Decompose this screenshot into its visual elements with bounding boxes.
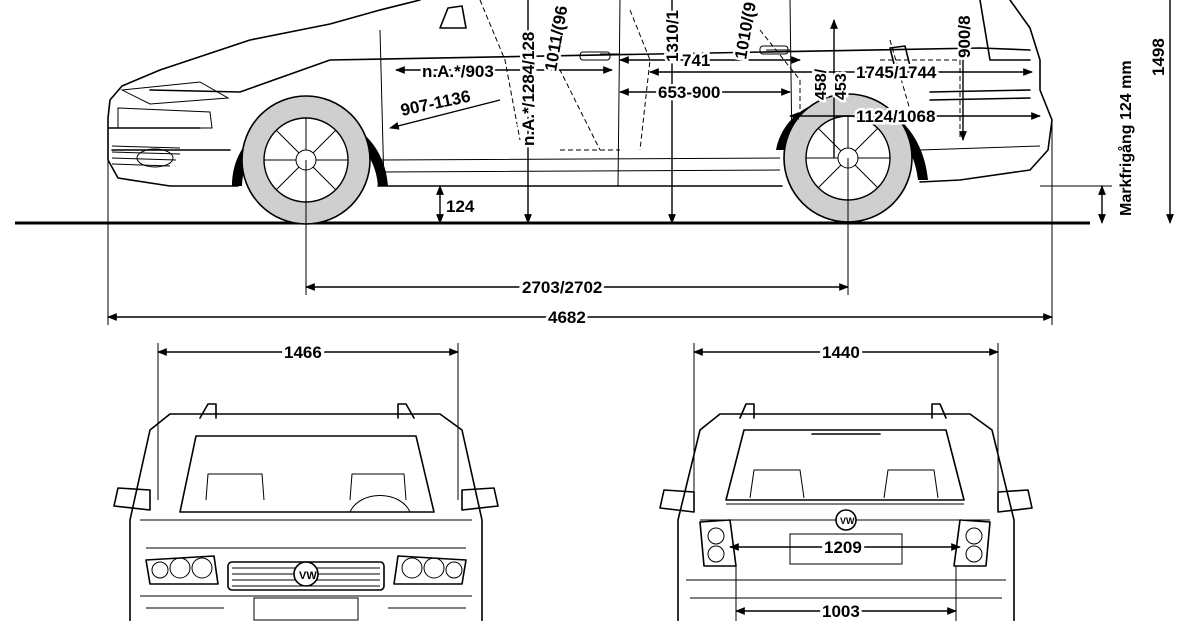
side-mirror bbox=[439, 5, 467, 29]
side-rear-pillar bbox=[929, 0, 1031, 101]
load-sill-label-2: 453 bbox=[833, 73, 850, 100]
front-mirror-right bbox=[461, 487, 499, 511]
cargo-height-label: 900/8 bbox=[955, 15, 974, 58]
side-view: 4682 2703/2702 124 n.A.*/903 907-1136 n.… bbox=[15, 0, 1174, 330]
front-windshield bbox=[179, 435, 435, 513]
front-width-label: 1466 bbox=[284, 343, 322, 362]
rear-vw-logo-mark: VW bbox=[840, 516, 855, 526]
front-vw-logo-mark: VW bbox=[299, 570, 317, 582]
front-seat-label: 907-1136 bbox=[399, 87, 472, 120]
rear-taillight-left bbox=[699, 519, 737, 567]
front-door-handle bbox=[579, 51, 611, 61]
front-body-outline bbox=[129, 413, 483, 621]
front-mirror-left bbox=[113, 487, 151, 511]
cargo-floor-label: 1124/1068 bbox=[856, 107, 935, 126]
front-lamp-l2 bbox=[169, 557, 191, 579]
clearance-label: 124 bbox=[446, 197, 475, 216]
rear-width-label: 1440 bbox=[822, 343, 860, 362]
tailgate-width-label: 1209 bbox=[824, 538, 862, 557]
rear-shoulder-label: 1310/1 bbox=[663, 10, 682, 62]
side-headlamp bbox=[117, 81, 230, 129]
load-floor-label: 1003 bbox=[822, 602, 860, 621]
rear-door-handle bbox=[759, 45, 789, 55]
rear-roof-rails bbox=[739, 403, 947, 419]
rear-lamp-r1 bbox=[965, 527, 983, 545]
rear-headrests bbox=[749, 469, 939, 499]
height-label: 1498 bbox=[1149, 38, 1168, 76]
cargo-length-label: 1745/1744 bbox=[856, 63, 937, 82]
length-label: 4682 bbox=[548, 308, 586, 327]
seat-height-label: 1011/(96 bbox=[541, 4, 571, 72]
front-lamp-r1 bbox=[401, 557, 423, 579]
front-headroom-label: n.A.*/1284/128 bbox=[519, 32, 538, 146]
front-lamp-r2 bbox=[423, 557, 445, 579]
front-vw-logo-icon bbox=[293, 561, 319, 587]
side-sill-line bbox=[379, 145, 1041, 173]
side-foglamp bbox=[136, 148, 174, 168]
rear-taillight-right bbox=[953, 519, 991, 567]
front-lamp-l1 bbox=[151, 561, 169, 579]
front-bumper bbox=[140, 595, 472, 609]
clearance-note-label: Markfrigång 124 mm bbox=[1117, 60, 1135, 216]
rear-window bbox=[725, 429, 965, 501]
front-hood bbox=[140, 519, 472, 549]
rear-lamp-r2 bbox=[965, 545, 983, 563]
front-view: 1466 VW bbox=[113, 340, 499, 621]
rear-lamp-l1 bbox=[707, 527, 725, 545]
front-lamp-l3 bbox=[191, 557, 213, 579]
front-plate bbox=[253, 597, 359, 621]
front-headlamp-right bbox=[393, 555, 467, 585]
front-seats bbox=[205, 473, 411, 513]
rear-view: 1440 VW 1209 1003 bbox=[659, 340, 1033, 621]
side-beltline bbox=[149, 47, 1031, 93]
rear-body-outline bbox=[677, 413, 1015, 621]
front-legroom-label: n.A.*/903 bbox=[422, 62, 494, 81]
front-seat-dim-line bbox=[389, 99, 501, 130]
cargo-range-label: 653-900 bbox=[658, 83, 720, 102]
wheelbase-label: 2703/2702 bbox=[522, 278, 602, 297]
front-lamp-r3 bbox=[445, 561, 463, 579]
fuel-filler bbox=[889, 45, 911, 69]
rear-mirror-left bbox=[659, 489, 695, 513]
front-roof-rails bbox=[199, 403, 415, 419]
load-sill-label: 458/ bbox=[813, 68, 830, 100]
rear-bumper bbox=[686, 579, 1006, 599]
rear-legroom-label: 741 bbox=[682, 51, 710, 70]
rear-vw-logo-icon bbox=[835, 509, 857, 531]
front-headlamp-left bbox=[145, 555, 219, 585]
rear-lamp-l2 bbox=[707, 545, 725, 563]
side-grille bbox=[111, 145, 181, 167]
rear-mirror-right bbox=[997, 489, 1033, 513]
